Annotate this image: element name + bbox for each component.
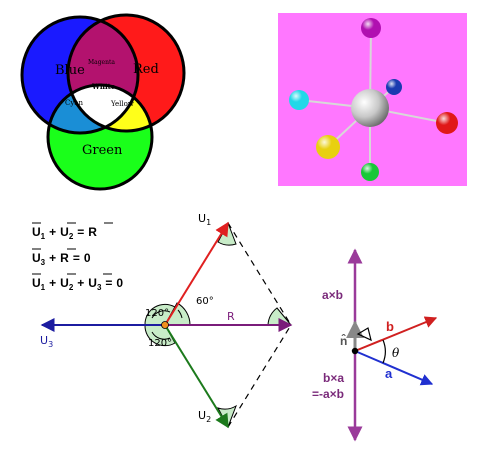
label-theta: θ	[392, 346, 400, 360]
right-angle-marker	[356, 327, 372, 342]
venn-label-cyan: Cyan	[65, 99, 83, 107]
venn-label-magenta: Magenta	[88, 59, 115, 66]
venn-label-blue: Blue	[55, 63, 85, 78]
label-a: a	[385, 366, 393, 381]
vector-a	[354, 350, 434, 386]
label-bxa: b×a	[323, 371, 344, 385]
label-u3: U3	[40, 334, 53, 349]
label-angle-120-bottom: 120°	[148, 338, 172, 349]
vector-u1	[164, 221, 229, 326]
equation-1: U1+U2=R	[32, 222, 113, 241]
label-angle-120-top: 120°	[145, 308, 169, 319]
venn-green-outline	[46, 83, 154, 191]
label-n-hat: n̂	[340, 333, 347, 348]
venn-label-red: Red	[133, 62, 159, 77]
label-angle-60: 60°	[196, 296, 214, 307]
venn-red-outline	[66, 13, 186, 133]
label-r: R	[227, 310, 235, 323]
venn-label-green: Green	[82, 143, 123, 158]
vector-diagram: U1 U2 U3 R 60° 120° 120°	[40, 212, 293, 429]
cross-product-diagram: a×b n̂ b a θ b×a =-a×b	[312, 248, 438, 442]
angle-wedge-tip-r	[267, 307, 293, 326]
atom-center-grey	[351, 89, 389, 127]
svg-text:U1+U2=R: U1+U2=R	[32, 225, 97, 241]
svg-text:U1+U2+U3=0: U1+U2+U3=0	[32, 276, 123, 292]
cross-origin	[351, 347, 359, 355]
label-u2: U2	[198, 409, 211, 424]
label-axb: a×b	[322, 288, 343, 302]
venn-blue-outline	[20, 15, 140, 135]
molecule-model	[278, 13, 467, 186]
origin-point	[161, 321, 169, 329]
svg-text:U3+R=0: U3+R=0	[32, 251, 91, 267]
venn-diagram: Blue Red Green Magenta White Cyan Yellow	[20, 13, 186, 191]
equation-3: U1+U2+U3=0	[32, 273, 123, 292]
venn-label-white: White	[91, 82, 116, 91]
dashed-side-bottom	[227, 324, 292, 428]
vector-u2	[164, 324, 229, 429]
label-neg-axb: =-a×b	[312, 387, 344, 401]
vector-equations: U1+U2=R U3+R=0 U1+U2+U3=0	[32, 222, 123, 292]
label-u1: U1	[198, 212, 211, 227]
vector-b	[354, 316, 438, 352]
dashed-side-top	[227, 222, 292, 326]
theta-arc	[382, 339, 386, 364]
venn-label-yellow: Yellow	[110, 100, 134, 108]
label-b: b	[386, 319, 394, 334]
equation-2: U3+R=0	[32, 248, 91, 267]
